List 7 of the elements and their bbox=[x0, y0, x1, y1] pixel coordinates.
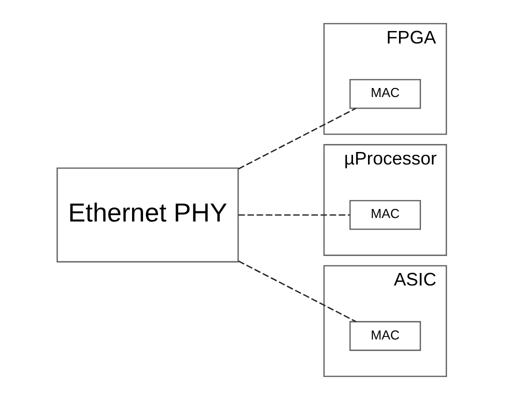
node-box: Ethernet PHY bbox=[56, 167, 239, 262]
node-box: MAC bbox=[349, 200, 421, 230]
connector bbox=[238, 108, 356, 170]
node-box: MAC bbox=[349, 78, 421, 109]
connector bbox=[238, 214, 350, 216]
connector bbox=[238, 260, 356, 322]
node-box: MAC bbox=[349, 321, 421, 351]
